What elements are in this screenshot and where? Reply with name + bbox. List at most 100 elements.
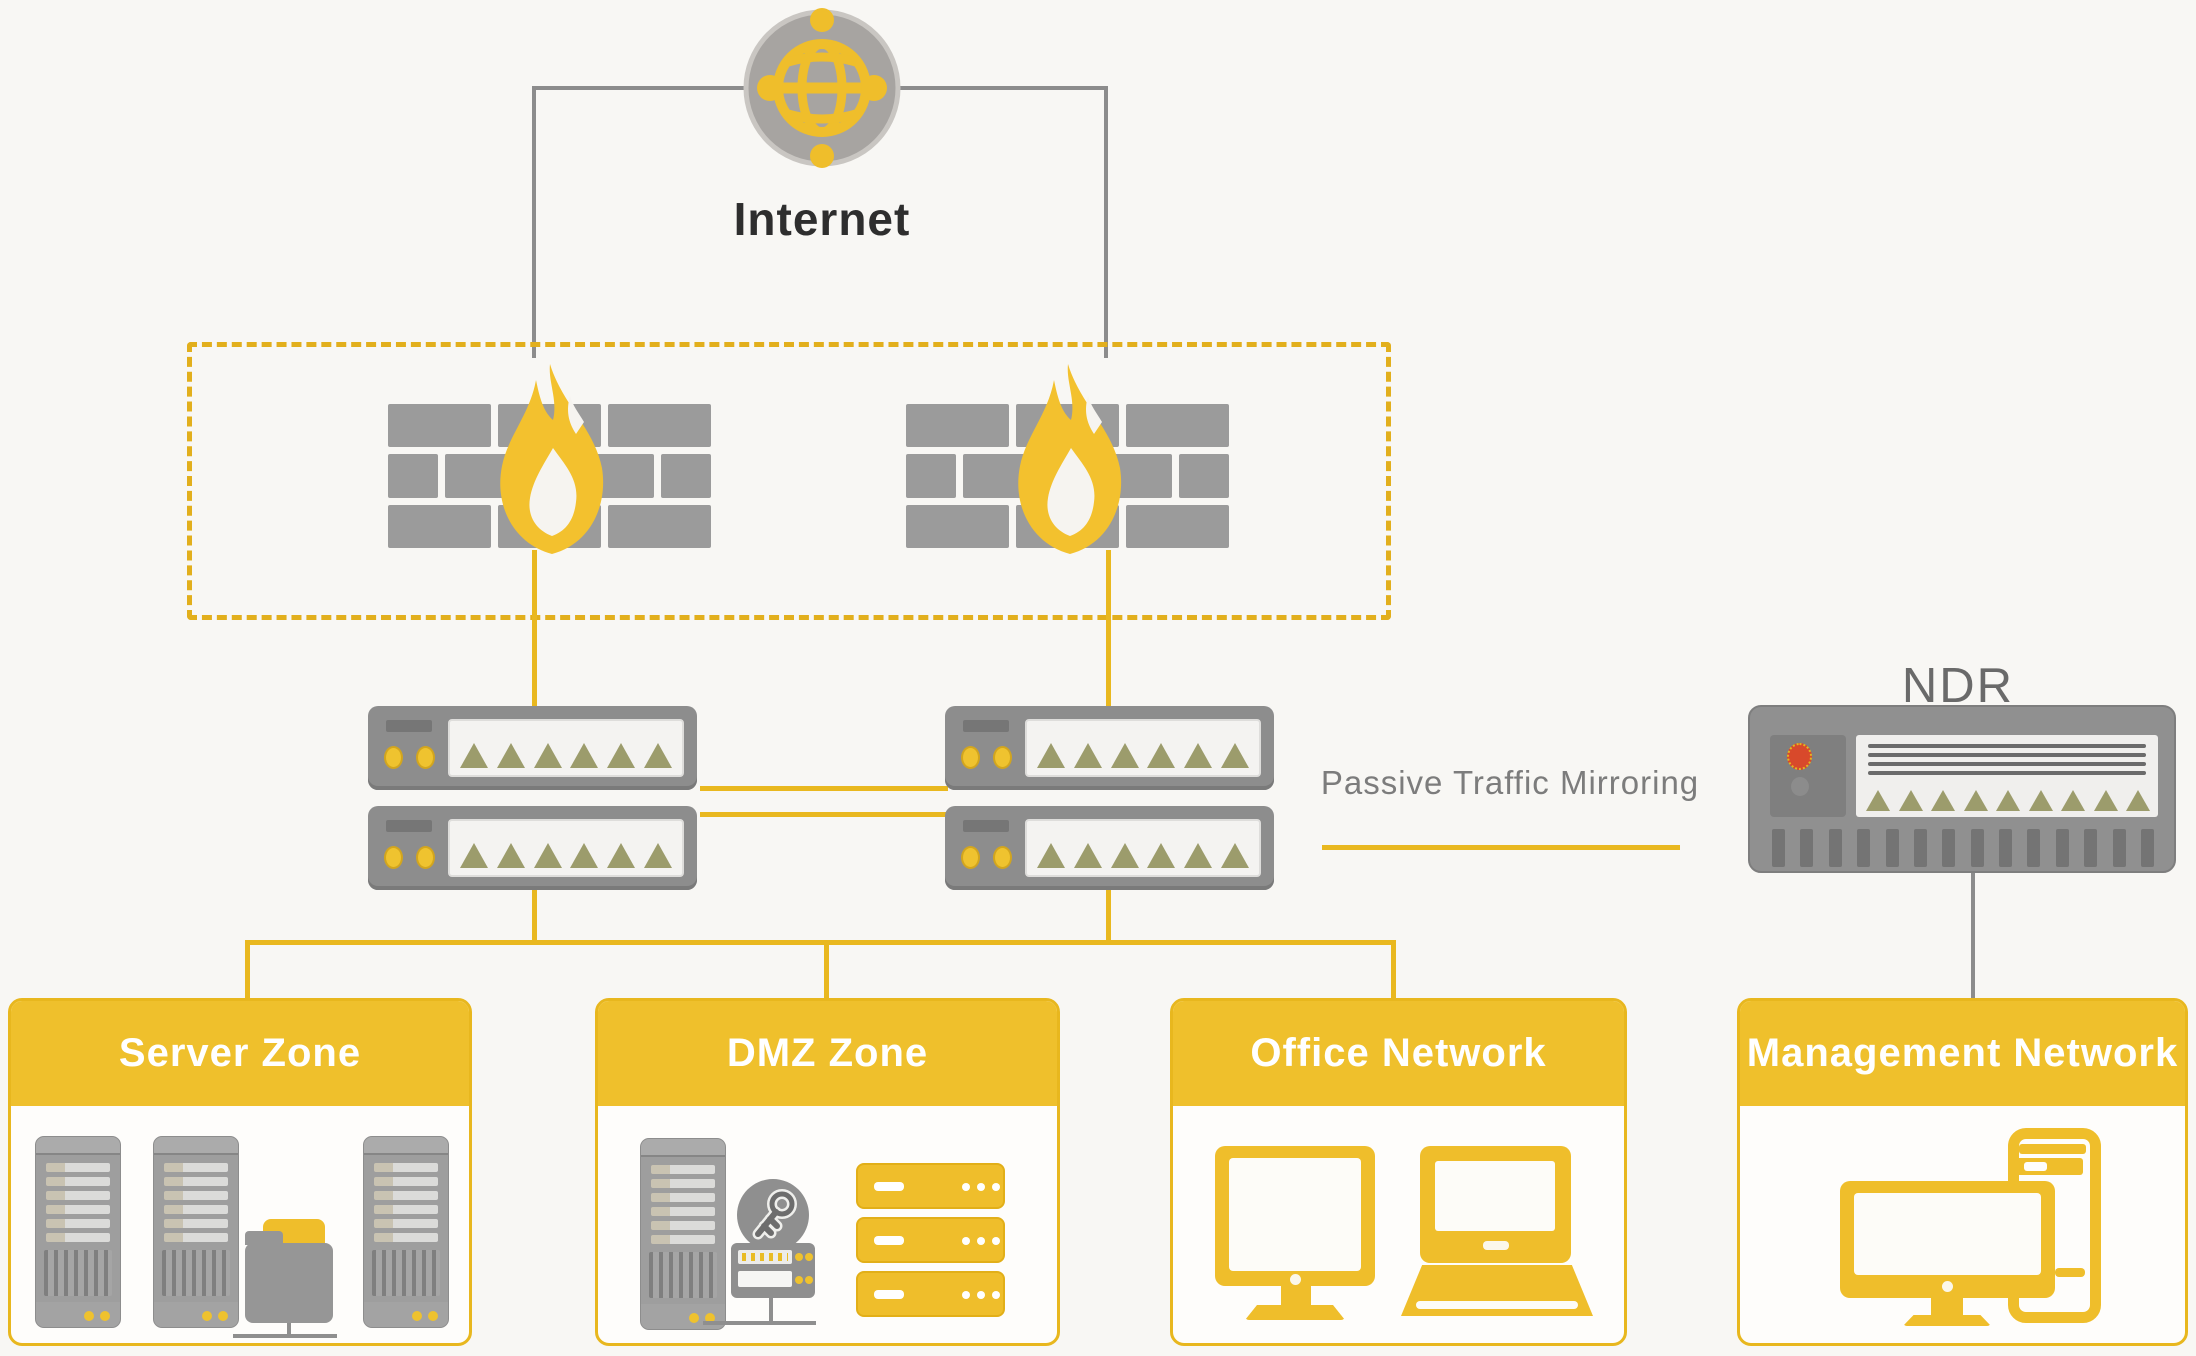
tablet-card-dash (2024, 1162, 2047, 1171)
globe-icon (740, 6, 904, 170)
vent-line (1868, 753, 2146, 757)
switch-led (416, 846, 435, 869)
switch-icon (368, 706, 697, 790)
vent-line (1868, 771, 2146, 775)
appliance-led (805, 1276, 813, 1284)
desktop-base (1245, 1305, 1345, 1320)
desktop-screen (1229, 1158, 1361, 1271)
switch-to-bus-line (1106, 888, 1111, 942)
switch-led (416, 746, 435, 769)
desktop-stand (1931, 1298, 1963, 1315)
switch-led (384, 846, 403, 869)
switch-led (993, 846, 1012, 869)
server-zone-box: Server Zone (8, 998, 472, 1346)
switch-vent (963, 720, 1009, 732)
ndr-port-panel (1856, 735, 2158, 817)
server-zone-header: Server Zone (11, 1001, 469, 1106)
vent-line (1868, 744, 2146, 748)
server-tower-icon (640, 1138, 726, 1330)
bus-to-office-line (1391, 940, 1396, 1000)
webcam-dot (1290, 1274, 1301, 1285)
bus-to-server-zone-line (245, 940, 250, 1000)
management-network-box: Management Network (1737, 998, 2188, 1346)
appliance-led (795, 1276, 803, 1284)
vent-line (1868, 762, 2146, 766)
internet-connector-right (1104, 86, 1108, 358)
passive-traffic-mirroring-label: Passive Traffic Mirroring (1320, 764, 1700, 801)
server-tower-icon (363, 1136, 449, 1328)
switch-led (384, 746, 403, 769)
rack-server-icon (856, 1163, 1005, 1209)
desktop-screen (1854, 1193, 2041, 1275)
management-network-title: Management Network (1746, 1031, 2179, 1075)
gray-led (1791, 777, 1809, 796)
webcam-dot (1942, 1281, 1953, 1292)
switch-stack-link-line (700, 812, 948, 817)
internet-label: Internet (733, 193, 911, 245)
desktop-stand (1281, 1286, 1311, 1305)
appliance-keypad (738, 1250, 792, 1264)
laptop-screen (1435, 1161, 1555, 1231)
switch-port-panel (1025, 819, 1261, 877)
appliance-connector (703, 1321, 816, 1325)
appliance-slot (738, 1271, 792, 1287)
tablet-dash (2055, 1268, 2085, 1277)
flame-icon (499, 364, 603, 554)
firewall-flame-icon (906, 364, 1229, 554)
rack-server-icon (856, 1271, 1005, 1317)
firewall-perimeter-box (187, 342, 1391, 620)
appliance-led (795, 1253, 803, 1261)
server-zone-title: Server Zone (118, 1031, 362, 1075)
ndr-appliance-icon (1748, 705, 2176, 873)
desktop-base (1903, 1315, 1991, 1326)
dmz-zone-header: DMZ Zone (598, 1001, 1057, 1106)
switch-port-panel (448, 819, 684, 877)
dmz-zone-title: DMZ Zone (726, 1031, 929, 1075)
office-network-box: Office Network (1170, 998, 1627, 1346)
appliance-connector (769, 1298, 773, 1323)
brick-wall (906, 404, 1229, 548)
tablet-card (2019, 1144, 2086, 1154)
switch-stack-link-line (700, 786, 948, 791)
switch-vent (386, 720, 432, 732)
distribution-bus-line (245, 940, 1396, 945)
ndr-to-management-line (1971, 873, 1975, 1000)
switch-port-panel (1025, 719, 1261, 777)
folder-icon (245, 1231, 283, 1245)
firewall-to-switch-line (532, 550, 537, 708)
server-tower-icon (35, 1136, 121, 1328)
switch-led (961, 846, 980, 869)
switch-port-panel (448, 719, 684, 777)
switch-vent (386, 820, 432, 832)
folder-connector (233, 1334, 337, 1338)
switch-to-bus-line (532, 888, 537, 942)
management-network-header: Management Network (1740, 1001, 2185, 1106)
folder-connector (287, 1323, 291, 1334)
switch-icon (368, 806, 697, 890)
switch-icon (945, 706, 1274, 790)
office-network-title: Office Network (1250, 1031, 1547, 1075)
firewall-to-switch-line (1106, 550, 1111, 708)
security-appliance-icon (731, 1243, 815, 1298)
switch-led (961, 746, 980, 769)
appliance-led (805, 1253, 813, 1261)
laptop-slot (1416, 1301, 1578, 1309)
dmz-zone-box: DMZ Zone (595, 998, 1060, 1346)
switch-led (993, 746, 1012, 769)
laptop-hinge (1483, 1241, 1509, 1250)
flame-icon (1017, 364, 1121, 554)
red-led (1787, 743, 1812, 770)
ndr-ports (1866, 790, 2150, 811)
mirroring-tap-line (1322, 845, 1680, 850)
folder-icon (245, 1243, 333, 1323)
firewall-flame-icon (388, 364, 711, 554)
switch-vent (963, 820, 1009, 832)
ndr-led-panel (1770, 735, 1846, 817)
rack-server-icon (856, 1217, 1005, 1263)
ndr-label: NDR (1901, 659, 2015, 713)
server-tower-icon (153, 1136, 239, 1328)
ndr-slot-row (1772, 829, 2154, 867)
bus-to-dmz-zone-line (824, 940, 829, 1000)
internet-connector-left (532, 86, 536, 358)
